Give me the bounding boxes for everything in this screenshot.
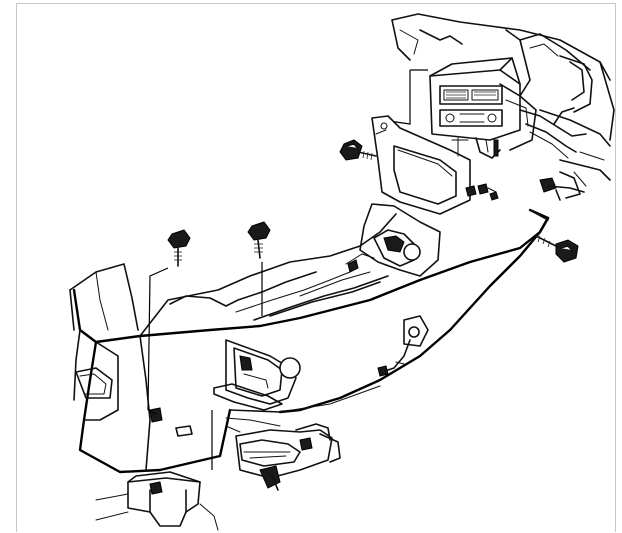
frame-border [16, 3, 616, 532]
bolt-icon [339, 139, 377, 161]
radio-control-unit [429, 57, 537, 159]
bolt-icon [147, 229, 191, 415]
floor-bracket [95, 471, 219, 531]
instrument-panel [391, 13, 615, 199]
shifter-base [225, 417, 341, 491]
wiring-harness [519, 107, 587, 201]
bolt-icon [247, 221, 271, 316]
bolt-icon [535, 235, 579, 263]
clip-icon [465, 183, 499, 201]
console-trim-bezel [371, 69, 471, 215]
center-console [69, 203, 550, 474]
console-bracket [211, 339, 301, 470]
